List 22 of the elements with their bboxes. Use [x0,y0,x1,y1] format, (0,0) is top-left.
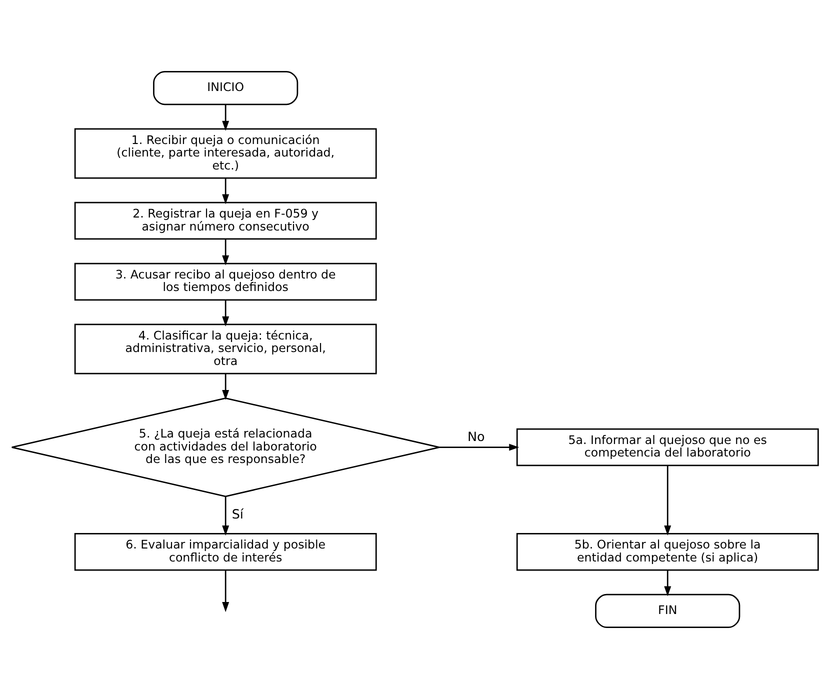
node-box: 5a. Informar al quejoso que no es competencia del laboratorio [516,428,819,466]
arrow [222,373,230,400]
node-box: INICIO [153,70,298,105]
node-diamond: 5. ¿La queja está relacionada con actividades del laboratorio de las que es responsable? [11,396,440,497]
arrow [439,443,520,450]
arrow [664,465,672,536]
edge-label: No [468,430,485,445]
edge-label: Sí [232,506,244,522]
arrow [222,104,230,130]
node-box: 6. Evaluar imparcialidad y posible conflicto de interés [74,532,377,570]
node-box: 1. Recibir queja o comunicación (cliente, parte interesada, autoridad, etc.) [74,128,377,178]
arrow [222,496,230,536]
node-box: 4. Clasificar la queja: técnica, administrativa, servicio, personal, otra [74,323,377,374]
arrow [664,570,672,596]
arrow [222,238,230,265]
arrow [222,300,230,326]
arrow [222,178,230,204]
node-box: 3. Acusar recibo al quejoso dentro de los tiempos definidos [74,262,377,300]
node-box: 2. Registrar la queja en F-059 y asignar número consecutivo [74,201,377,240]
node-box: 5b. Orientar al quejoso sobre la entidad competente (si aplica) [516,532,819,570]
arrow [222,570,230,612]
node-box: FIN [595,593,740,628]
